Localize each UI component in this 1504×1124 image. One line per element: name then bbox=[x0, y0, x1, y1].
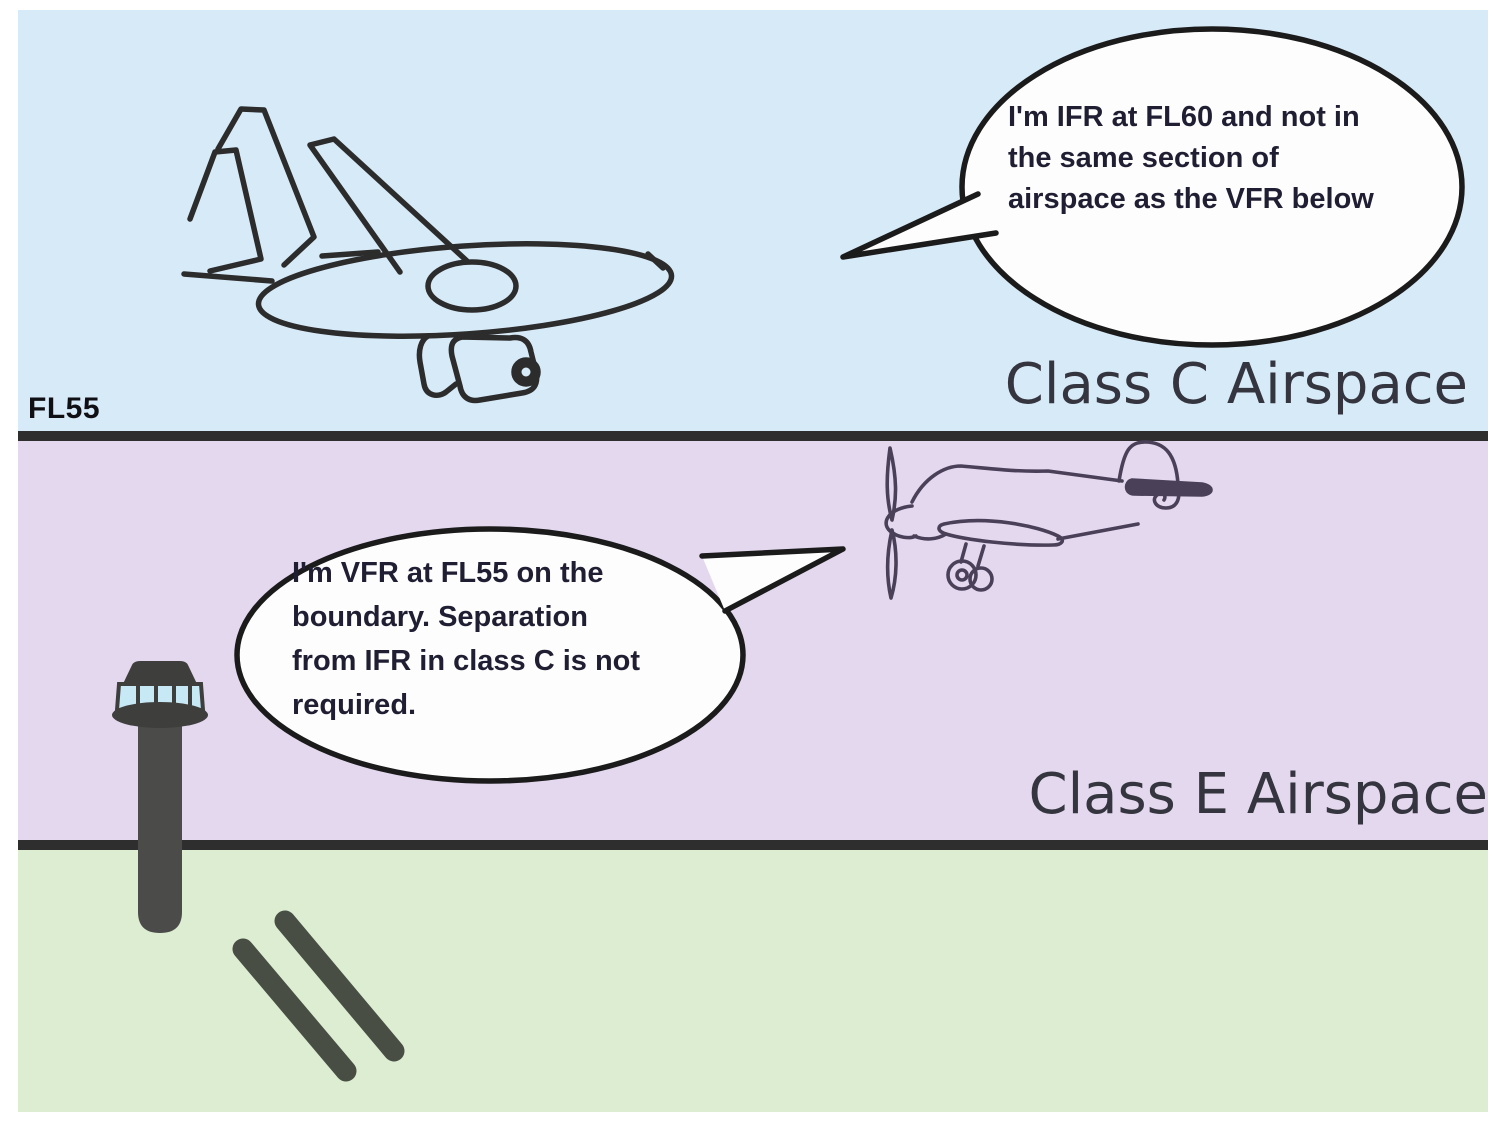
plane-spinner bbox=[884, 504, 918, 540]
propeller-top-blade bbox=[885, 446, 898, 522]
plane-tailwheel-curl bbox=[1152, 484, 1181, 510]
ground-boundary-line bbox=[18, 840, 1488, 850]
plane-fuselage-top bbox=[910, 464, 1124, 504]
fl55-boundary-line bbox=[18, 431, 1488, 441]
jet-top-engine bbox=[425, 259, 519, 313]
jet-cockpit-line bbox=[645, 251, 666, 271]
bubble-vfr-line-1-post: the bbox=[551, 557, 604, 589]
runway-markings bbox=[232, 910, 405, 1082]
plane-stabilizer bbox=[1124, 478, 1213, 497]
bubble-ifr-line-3: airspace as the VFR below bbox=[1008, 183, 1374, 215]
bubble-vfr-line-1-pre: I'm VFR at FL55 bbox=[292, 557, 517, 589]
tower-column bbox=[138, 718, 182, 933]
jet-wing bbox=[307, 136, 470, 275]
jet-front-fin bbox=[215, 106, 317, 268]
bubble-vfr-line-1: I'm VFR at FL55 on the bbox=[292, 551, 722, 595]
bubble-ifr-tail bbox=[840, 191, 999, 260]
fl55-altitude-label: FL55 bbox=[28, 392, 101, 425]
tower-glass-mullions bbox=[136, 684, 192, 710]
plane-gear-legs bbox=[959, 542, 986, 568]
class-e-airspace-label: Class E Airspace bbox=[1028, 762, 1488, 827]
jet-fuselage bbox=[255, 241, 675, 339]
bubble-ifr-line-2: the same section of bbox=[1008, 142, 1279, 174]
speech-bubble-ifr-shape bbox=[840, 26, 1465, 348]
bubble-vfr-ellipse bbox=[234, 526, 746, 784]
plane-fuselage-bottom bbox=[1056, 522, 1140, 541]
class-c-airspace-label: Class C Airspace bbox=[1004, 352, 1468, 417]
jet-gear-blob bbox=[416, 333, 459, 399]
bubble-vfr-tail bbox=[699, 546, 846, 614]
ifr-jet-illustration bbox=[181, 106, 675, 404]
bubble-vfr-line-2: boundary. Separation bbox=[292, 601, 588, 633]
bubble-vfr-line-1-bold: on bbox=[516, 557, 552, 589]
plane-chin-line bbox=[912, 532, 948, 541]
bubble-vfr-line-4: required. bbox=[292, 689, 417, 721]
bubble-vfr-line-3: from IFR in class C is not bbox=[292, 645, 641, 677]
plane-tail-fin bbox=[1117, 440, 1180, 486]
plane-wing bbox=[937, 518, 1065, 547]
runway-stripe-right bbox=[274, 910, 405, 1062]
jet-exhaust-hole bbox=[521, 367, 531, 377]
runway-stripe-left bbox=[232, 938, 357, 1082]
speech-bubble-vfr-shape bbox=[234, 526, 846, 784]
bubble-ifr-text: I'm IFR at FL60 and not in the same sect… bbox=[1008, 97, 1428, 220]
plane-wheel-left-hub bbox=[955, 568, 969, 582]
tower-cap bbox=[122, 661, 198, 686]
jet-rear-fin bbox=[187, 147, 264, 274]
jet-far-wing-line bbox=[319, 249, 381, 259]
jet-tailplane-line bbox=[181, 271, 275, 284]
jet-engine-pod bbox=[448, 334, 540, 404]
bubble-vfr-text: I'm VFR at FL55 on the boundary. Separat… bbox=[292, 551, 722, 727]
bubble-ifr-line-1: I'm IFR at FL60 and not in bbox=[1008, 101, 1360, 133]
bubble-ifr-ellipse bbox=[959, 26, 1465, 348]
vfr-plane-illustration bbox=[884, 440, 1213, 600]
propeller-bottom-blade bbox=[885, 528, 898, 600]
control-tower-icon bbox=[112, 661, 208, 933]
plane-wheel-left bbox=[946, 559, 978, 591]
tower-ring bbox=[112, 702, 208, 728]
plane-wheel-right bbox=[968, 566, 994, 592]
